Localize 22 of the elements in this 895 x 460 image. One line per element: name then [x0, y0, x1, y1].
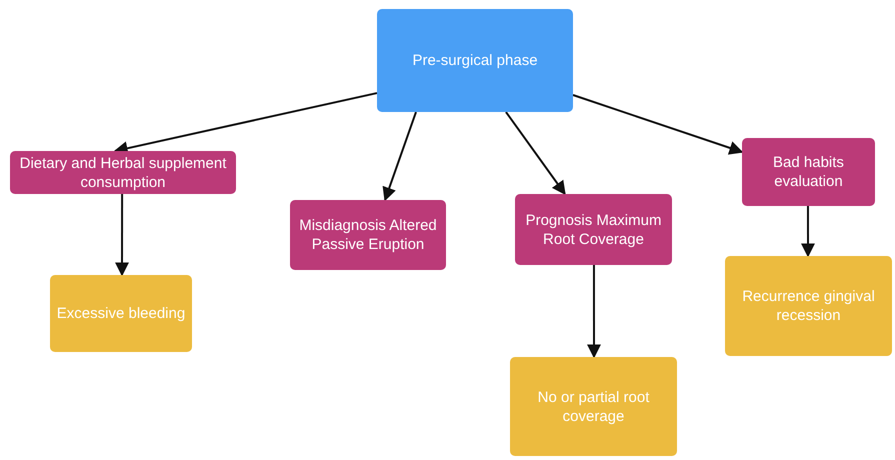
process-box	[377, 9, 573, 112]
node-label: Prognosis Maximum Root Coverage	[524, 210, 662, 248]
arrow	[801, 206, 815, 258]
process-box	[725, 256, 892, 356]
process-box	[515, 194, 672, 265]
process-box	[742, 138, 875, 206]
node-label: Excessive bleeding	[56, 304, 186, 323]
node-label: No or partial root coverage	[536, 388, 650, 426]
node-label: Pre-surgical phase	[412, 51, 538, 70]
arrow	[572, 94, 744, 155]
arrow	[382, 112, 417, 202]
process-box	[510, 357, 677, 456]
process-box	[50, 275, 192, 352]
process-box	[290, 200, 446, 270]
arrow	[115, 194, 129, 276]
arrow	[587, 265, 601, 358]
arrow	[505, 111, 566, 196]
node-label: Misdiagnosis Altered Passive Eruption	[298, 216, 438, 254]
node-label: Bad habits evaluation	[772, 153, 845, 191]
node-label: Dietary and Herbal supplement consumption	[18, 154, 228, 192]
process-box	[10, 151, 236, 194]
node-label: Recurrence gingival recession	[741, 287, 876, 325]
